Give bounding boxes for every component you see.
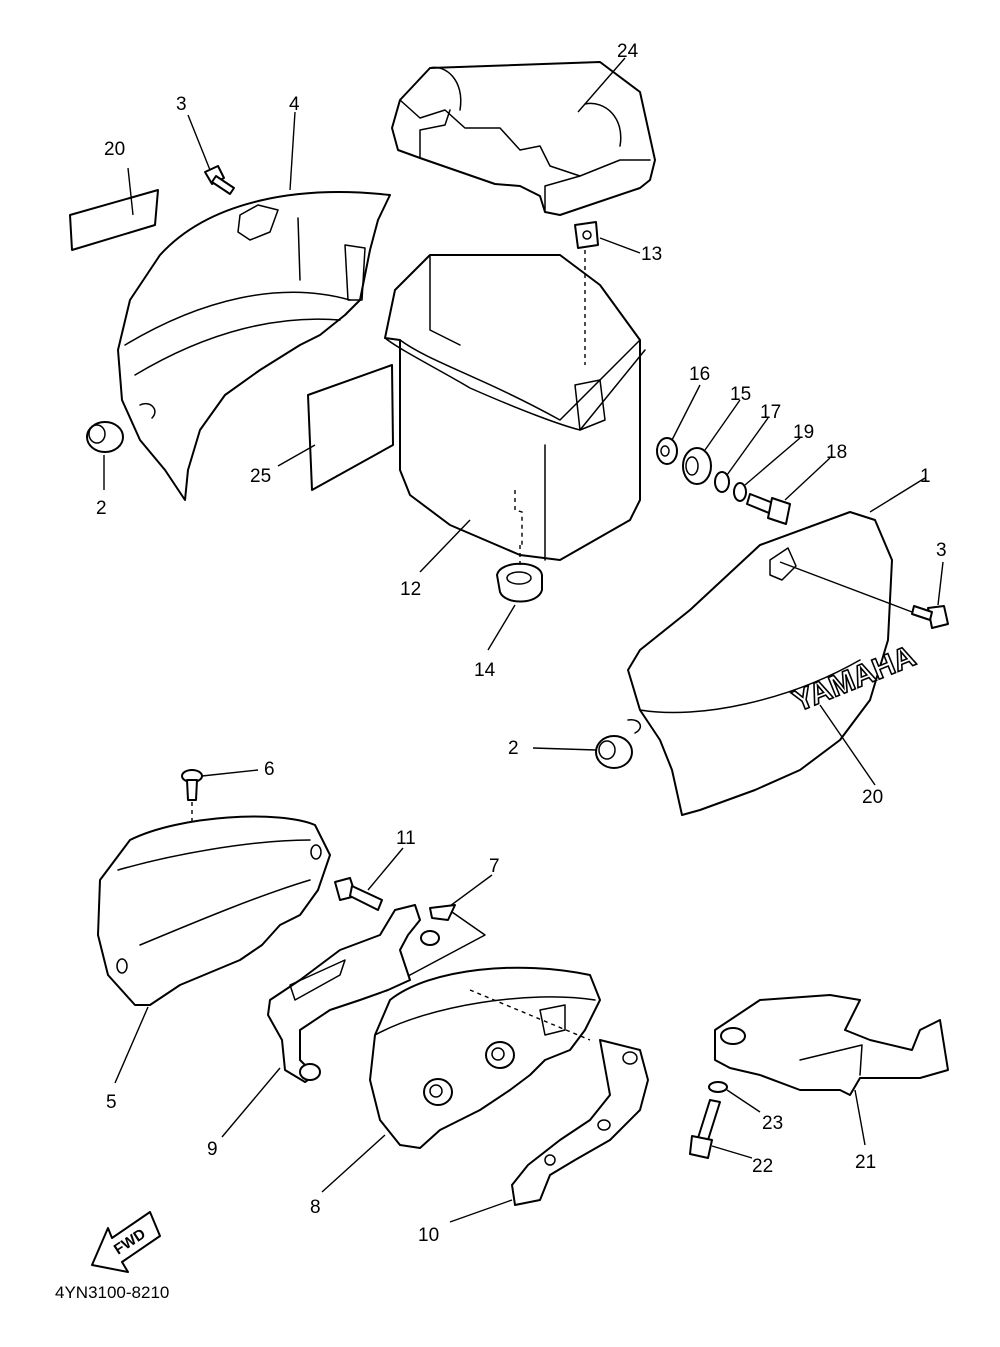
bolt-part-3-left	[204, 165, 235, 195]
callout-24: 24	[617, 41, 639, 62]
bracket-part-21	[714, 994, 949, 1096]
caution-label-part-25	[307, 364, 394, 491]
callout-3-right: 3	[936, 540, 947, 561]
battery-cover-part-24	[391, 61, 656, 216]
callout-20-right: 20	[862, 787, 883, 808]
bolt-part-22	[689, 1099, 721, 1159]
callout-3-left: 3	[176, 94, 187, 115]
grommet-part-2-right	[595, 735, 633, 769]
cover-part-5	[97, 815, 331, 1006]
bolt-part-11	[334, 877, 383, 911]
forward-direction-arrow: FWD	[91, 1211, 161, 1273]
bolt-part-18	[746, 493, 791, 525]
callout-22: 22	[752, 1156, 773, 1177]
callout-19: 19	[793, 422, 814, 443]
drawing-code: 4YN3100-8210	[55, 1283, 169, 1302]
leader-lines	[103, 57, 944, 1223]
washer-part-23	[708, 1081, 728, 1093]
callout-8: 8	[310, 1197, 321, 1218]
callout-18: 18	[826, 442, 847, 463]
callout-labels: 20 3 4 24 13 2 25 12 14 16 15 17 19 18 1…	[96, 41, 947, 1246]
callout-25: 25	[250, 466, 271, 487]
callout-11: 11	[396, 828, 416, 849]
callout-2-left: 2	[96, 498, 107, 519]
callout-5: 5	[106, 1092, 117, 1113]
callout-21: 21	[855, 1152, 876, 1173]
callout-4: 4	[289, 94, 300, 115]
callout-15: 15	[730, 384, 751, 405]
bolt-part-3-right	[911, 605, 949, 629]
grommet-part-14	[496, 545, 543, 603]
callout-13: 13	[641, 244, 662, 265]
callout-2-right: 2	[508, 738, 519, 759]
callout-9: 9	[207, 1139, 218, 1160]
nut-clip-part-13	[574, 221, 599, 365]
callout-23: 23	[762, 1113, 783, 1134]
stay-part-10	[511, 1039, 649, 1206]
bracket-part-9	[267, 904, 440, 1083]
callout-16: 16	[689, 364, 710, 385]
side-cover-left-part-4	[117, 191, 391, 501]
washer-part-17	[714, 471, 730, 493]
tool-case-part-8	[369, 966, 601, 1149]
collar-part-16	[656, 437, 678, 465]
callout-14: 14	[474, 660, 496, 681]
battery-box-part-12	[384, 254, 646, 561]
side-cover-right-part-1	[627, 511, 893, 816]
callout-12: 12	[400, 579, 421, 600]
callout-6: 6	[264, 759, 275, 780]
callout-20-left: 20	[104, 139, 125, 160]
lock-washer-part-19	[733, 482, 747, 502]
callout-17: 17	[760, 402, 781, 423]
grommet-part-2-left	[86, 421, 124, 453]
callout-1: 1	[920, 466, 931, 487]
screw-part-6	[181, 769, 203, 835]
emblem-label-part-20-left	[69, 189, 159, 251]
callout-7: 7	[489, 856, 500, 877]
callout-10: 10	[418, 1225, 439, 1246]
damper-part-15	[682, 447, 712, 485]
